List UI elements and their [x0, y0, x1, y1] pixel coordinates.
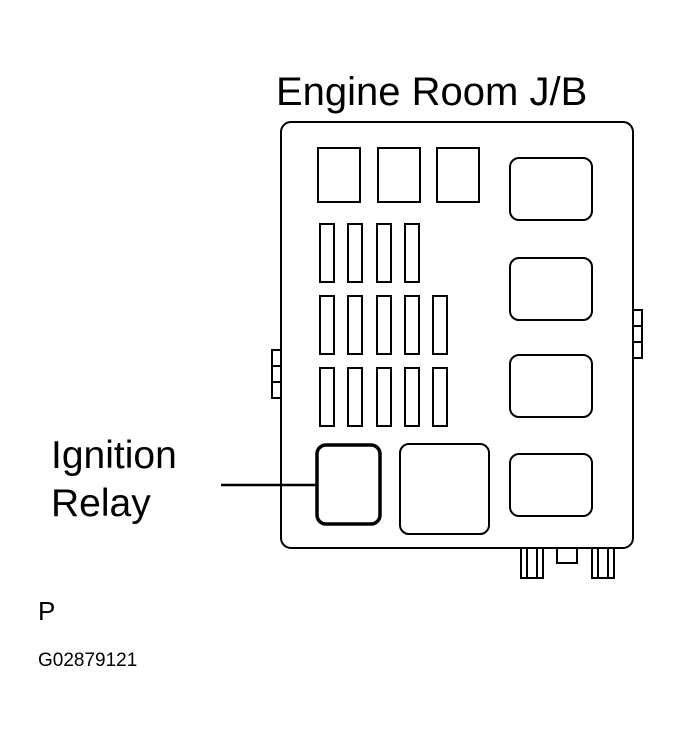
relay-large: [399, 443, 490, 535]
mini-fuse: [376, 295, 392, 355]
callout-line-2: Relay: [51, 482, 151, 525]
mini-fuse: [319, 223, 335, 283]
fuse-box-top-2: [377, 147, 421, 203]
mini-fuse: [404, 367, 420, 427]
mini-fuse: [319, 367, 335, 427]
relay-right-4: [509, 453, 593, 517]
right-mounting-tab: [632, 309, 643, 359]
mini-fuse: [432, 295, 448, 355]
mini-fuse: [432, 367, 448, 427]
mini-fuse: [319, 295, 335, 355]
bottom-connector-2: [556, 547, 578, 564]
diagram-title: Engine Room J/B: [276, 70, 588, 114]
mini-fuse: [347, 223, 363, 283]
bottom-connector-1: [520, 547, 544, 579]
left-mounting-tab: [271, 349, 282, 399]
relay-right-2: [509, 257, 593, 321]
fuse-box-top-3: [436, 147, 480, 203]
relay-right-1: [509, 157, 593, 221]
ignition-relay-label: Ignition Relay: [51, 432, 177, 528]
mini-fuse: [347, 367, 363, 427]
figure-id: G02879121: [38, 650, 138, 671]
mini-fuse: [404, 295, 420, 355]
mini-fuse: [404, 223, 420, 283]
ignition-relay: [315, 443, 382, 526]
mini-fuse: [347, 295, 363, 355]
fuse-box-top-1: [317, 147, 361, 203]
code-letter: P: [38, 596, 56, 626]
mini-fuse: [376, 367, 392, 427]
bottom-connector-3: [591, 547, 615, 579]
callout-line-1: Ignition: [51, 434, 177, 477]
relay-right-3: [509, 354, 593, 418]
mini-fuse: [376, 223, 392, 283]
